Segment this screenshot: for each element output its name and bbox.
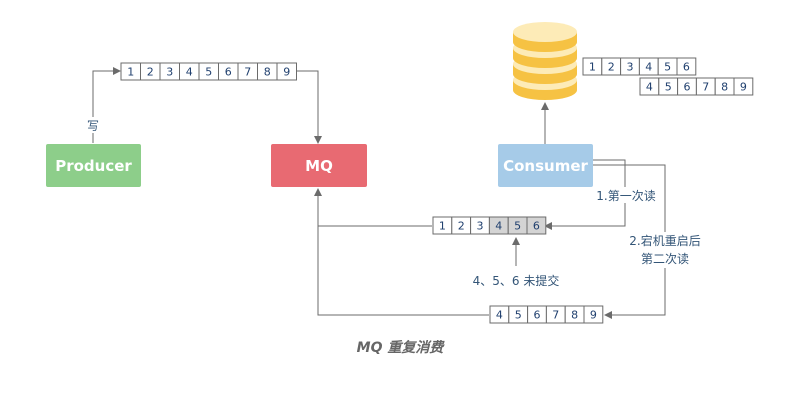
middle-queue-to-mq-arrow [314, 188, 432, 227]
top-queue-cell-label: 6 [225, 66, 232, 79]
db_row2-queue-cell-label: 4 [646, 81, 653, 94]
bottom-queue-cell-label: 9 [590, 309, 597, 322]
db_row1-queue-cell-label: 1 [589, 61, 596, 74]
middle-queue-cell-label: 3 [477, 220, 484, 233]
bottom-queue-cell-label: 8 [571, 309, 578, 322]
restart-label-line2: 第二次读 [641, 252, 689, 266]
bottom-queue-cell-label: 5 [515, 309, 522, 322]
consumer-label: Consumer [503, 157, 588, 175]
db_row2-queue-cell-label: 7 [702, 81, 709, 94]
middle-queue-cell [526, 216, 547, 235]
top-queue-cell-label: 3 [166, 66, 173, 79]
db_row2-queue-cell-label: 8 [721, 81, 728, 94]
bottom-queue-to-mq-line [317, 189, 489, 316]
top-queue-cell [276, 62, 297, 81]
middle-queue-cell-label: 6 [533, 220, 540, 233]
restart-label-line1: 2.宕机重启后 [629, 233, 700, 248]
bottom-queue-cell [583, 305, 604, 324]
connectors [92, 67, 666, 319]
top-queue-cell-label: 4 [186, 66, 193, 79]
top-queue-cell-label: 5 [205, 66, 212, 79]
mq-label: MQ [305, 157, 333, 175]
write-label: 写 [87, 119, 99, 133]
top-queue-cell-label: 8 [264, 66, 271, 79]
top-queue-cell-label: 9 [283, 66, 290, 79]
top-queue-cell-label: 1 [127, 66, 134, 79]
first-read-label: 1.第一次读 [596, 189, 655, 203]
db_row2-queue-cell [733, 77, 754, 96]
db_row1-queue-cell-label: 3 [627, 61, 634, 74]
bottom-queue-cell-label: 6 [534, 309, 541, 322]
producer-node: Producer [46, 144, 141, 187]
db_row2-queue-cell-label: 6 [684, 81, 691, 94]
db_row2-queue-cell-label: 9 [740, 81, 747, 94]
middle-queue-cell-label: 4 [495, 220, 502, 233]
top-queue-cell-label: 7 [244, 66, 251, 79]
database-icon [513, 22, 577, 100]
producer-label: Producer [55, 157, 132, 175]
db_row1-queue-cell-label: 5 [664, 61, 671, 74]
top-queue-cell-label: 2 [147, 66, 154, 79]
db_row1-queue-cell-label: 6 [683, 61, 690, 74]
middle-queue-cell-label: 5 [514, 220, 521, 233]
middle-queue-cell-label: 1 [439, 220, 446, 233]
db_row1-queue-cell-label: 4 [645, 61, 652, 74]
db_row1-queue-cell [676, 57, 697, 76]
middle-queue-cell-label: 2 [458, 220, 465, 233]
diagram-caption: MQ 重复消费 [357, 339, 446, 356]
queue-to-mq-arrow [297, 70, 322, 144]
db_row1-queue-cell-label: 2 [608, 61, 615, 74]
bottom-queue-cell-label: 7 [552, 309, 559, 322]
uncommitted-label: 4、5、6 未提交 [473, 273, 560, 288]
consumer-node: Consumer [498, 144, 593, 187]
db_row2-queue-cell-label: 5 [665, 81, 672, 94]
mq-node: MQ [271, 144, 367, 187]
bottom-queue-cell-label: 4 [496, 309, 503, 322]
